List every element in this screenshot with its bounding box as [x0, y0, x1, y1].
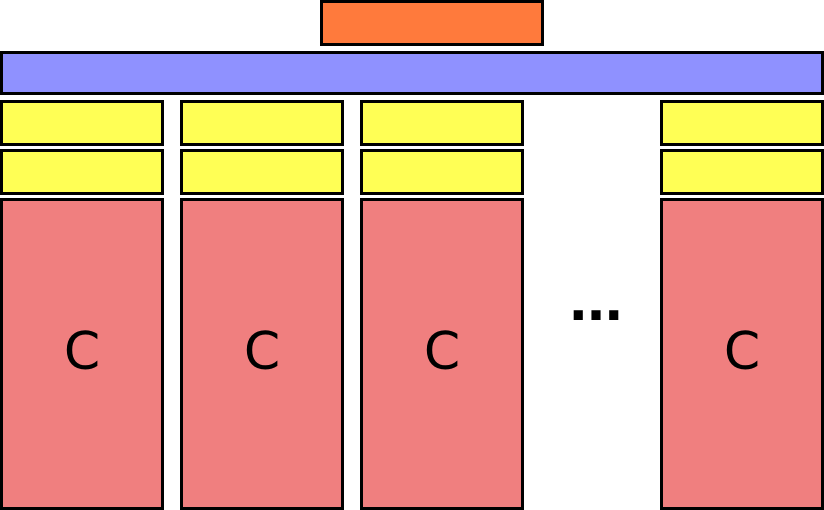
- shared-bus-bar: [0, 51, 824, 95]
- cache-level-1-col-3: [360, 100, 524, 146]
- top-block: [320, 0, 544, 46]
- core-label: C: [723, 322, 761, 382]
- core-col-2: C: [180, 198, 344, 510]
- cache-level-1-col-1: [0, 100, 164, 146]
- core-col-1: C: [0, 198, 164, 510]
- core-label: C: [63, 322, 101, 382]
- cache-level-1-col-4: [660, 100, 824, 146]
- ellipsis: ...: [568, 273, 623, 333]
- cache-level-2-col-3: [360, 149, 524, 195]
- core-label: C: [423, 322, 461, 382]
- cache-level-2-col-4: [660, 149, 824, 195]
- core-col-4: C: [660, 198, 824, 510]
- cache-level-1-col-2: [180, 100, 344, 146]
- cache-level-2-col-1: [0, 149, 164, 195]
- core-col-3: C: [360, 198, 524, 510]
- cache-level-2-col-2: [180, 149, 344, 195]
- core-label: C: [243, 322, 281, 382]
